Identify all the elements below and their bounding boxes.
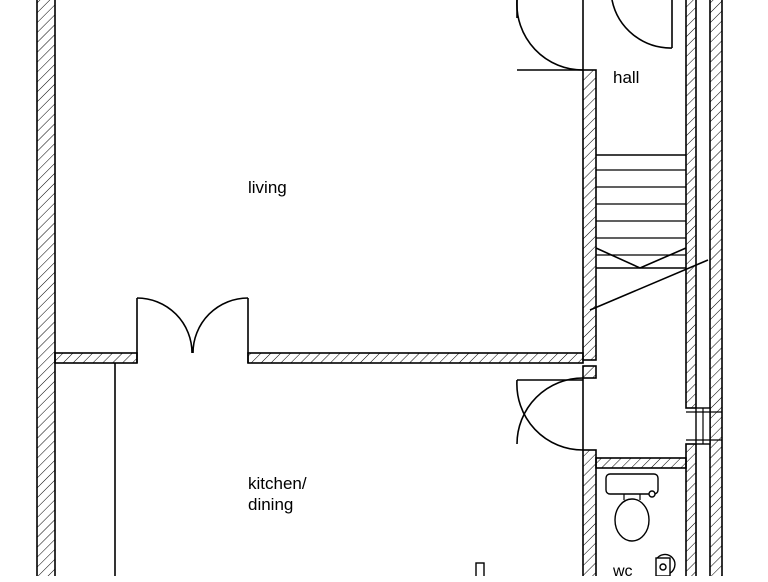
wc-wall (582, 449, 597, 576)
divider-wall-right (247, 352, 584, 364)
kitchen-appliance (475, 562, 485, 576)
hall-wall-top (582, 69, 597, 361)
room-label-wc: wc (613, 563, 633, 580)
basin-icon (655, 553, 676, 576)
front-door (516, 0, 584, 71)
hall-wall-lower (582, 365, 597, 379)
window (686, 407, 722, 445)
room-label-kitchen-line1: kitchen/ (248, 474, 307, 493)
divider-wall-left (54, 352, 138, 364)
stairs (589, 154, 709, 311)
hall-cupboard-door (611, 0, 673, 49)
room-label-hall: hall (613, 68, 640, 87)
right-external-wall-lower (685, 443, 697, 576)
right-outer-skin (709, 0, 723, 576)
room-label-living: living (248, 178, 287, 197)
right-external-wall (685, 0, 697, 409)
wc-top-wall (595, 457, 687, 469)
toilet-icon (605, 473, 659, 542)
left-external-wall (36, 0, 56, 576)
living-double-door (136, 297, 249, 363)
kitchen-door (516, 377, 584, 451)
room-label-kitchen-line2: dining (248, 495, 294, 514)
